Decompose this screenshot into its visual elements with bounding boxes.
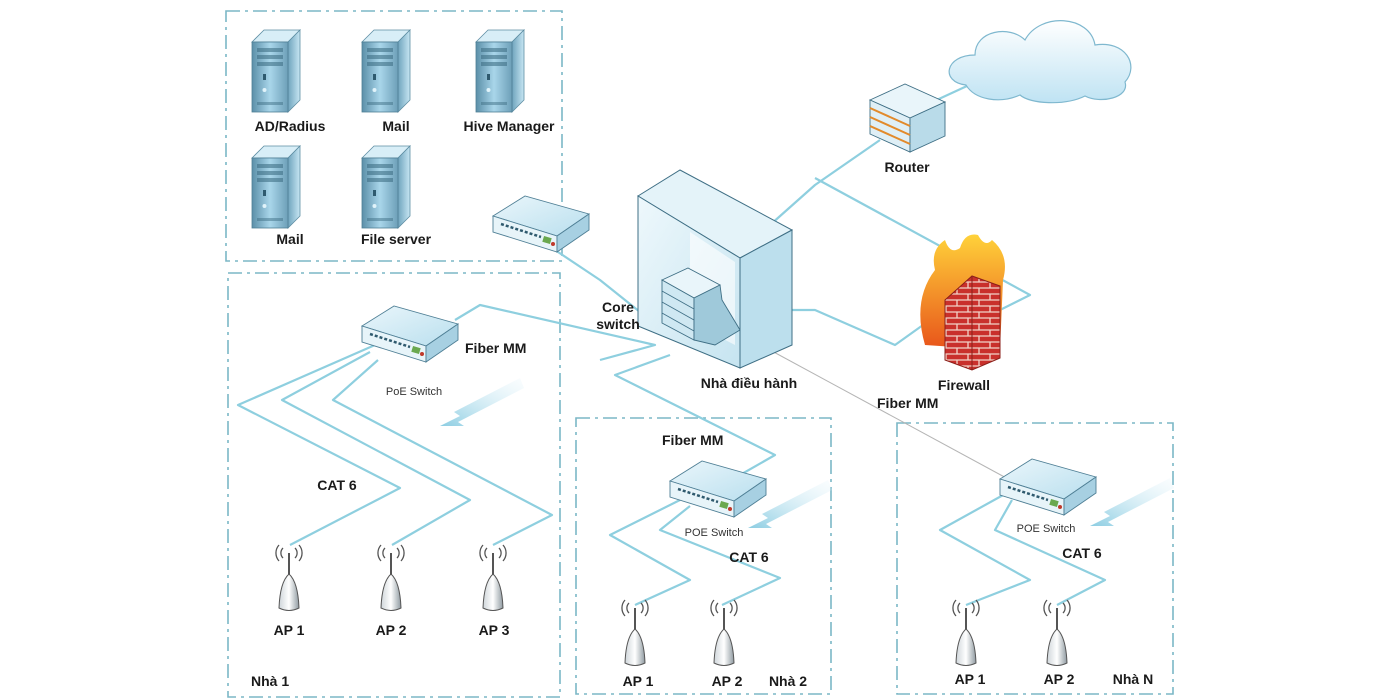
server-ad-radius: [251, 29, 301, 113]
link-nhan-ap1: [938, 493, 1032, 607]
label-nha1-ap2: AP 2: [376, 622, 407, 638]
nha2-ap1: [620, 599, 650, 667]
label-fiber-mm-3: Fiber MM: [877, 395, 938, 411]
label-nha1-switch: PoE Switch: [386, 386, 442, 398]
label-mail-1: Mail: [382, 118, 409, 134]
core-switch-stack: [661, 267, 741, 346]
nha1-ap2: [376, 544, 406, 612]
nha2-ap2: [709, 599, 739, 667]
server-switch: [491, 194, 591, 254]
router: [868, 83, 947, 153]
label-nhan-switch: POE Switch: [1017, 523, 1076, 535]
label-nhan-ap1: AP 1: [955, 671, 986, 687]
link-core-nha2: [613, 353, 777, 476]
nha1-arrow: [440, 378, 524, 426]
label-mail-2: Mail: [276, 231, 303, 247]
zone-nha-1: [227, 272, 561, 698]
links-group: [236, 79, 1107, 607]
label-nha-2: Nhà 2: [769, 673, 807, 689]
label-ad-radius: AD/Radius: [255, 118, 326, 134]
nha1-ap1: [274, 544, 304, 612]
label-core: Core: [602, 299, 634, 315]
label-core-building: Nhà điều hành: [701, 375, 797, 391]
link-nha2-ap2: [658, 505, 782, 606]
label-cat6-3: CAT 6: [1062, 545, 1102, 561]
label-nhan-ap2: AP 2: [1044, 671, 1075, 687]
link-nha1-ap2: [280, 351, 472, 546]
zone-nha-2: [575, 417, 832, 695]
link-core-router: [769, 139, 881, 226]
label-nha-1: Nhà 1: [251, 673, 289, 689]
label-cat6-1: CAT 6: [317, 477, 357, 493]
label-core-switch: switch: [596, 316, 640, 332]
label-hive-manager: Hive Manager: [463, 118, 555, 134]
link-firewall-router: [814, 177, 1032, 311]
link-core-nha1: [454, 303, 657, 362]
label-nha2-ap1: AP 1: [623, 673, 654, 689]
label-fiber-mm-1: Fiber MM: [465, 340, 526, 356]
link-core-firewall: [790, 308, 931, 347]
firewall: [920, 234, 1005, 371]
nha1-poe-switch: [360, 304, 460, 364]
server-hive-manager: [475, 29, 525, 113]
label-file-server: File server: [361, 231, 432, 247]
server-mail-1: [361, 29, 411, 113]
label-fiber-mm-2: Fiber MM: [662, 432, 723, 448]
nha1-ap3: [478, 544, 508, 612]
nhan-poe-switch: [998, 457, 1098, 517]
nhan-arrow: [1090, 478, 1174, 526]
link-nha1-ap3: [331, 359, 554, 546]
link-server-switch-core: [539, 239, 641, 313]
label-nha2-ap2: AP 2: [712, 673, 743, 689]
label-nha1-ap3: AP 3: [479, 622, 510, 638]
server-mail-2: [251, 145, 301, 229]
server-file-server: [361, 145, 411, 229]
link-nha2-ap1: [608, 499, 692, 607]
label-firewall: Firewall: [938, 377, 990, 393]
link-nhan-ap2: [993, 499, 1107, 606]
link-core-nhan: [769, 349, 1011, 481]
label-nha2-switch: POE Switch: [685, 527, 744, 539]
nhan-ap1: [951, 599, 981, 667]
label-nha1-ap1: AP 1: [274, 622, 305, 638]
server-zone: [225, 10, 563, 262]
nhan-ap2: [1042, 599, 1072, 667]
label-nha-n: Nhà N: [1113, 671, 1153, 687]
label-router: Router: [884, 159, 930, 175]
label-cat6-2: CAT 6: [729, 549, 769, 565]
internet-cloud: [948, 20, 1132, 104]
zone-nha-n: [896, 422, 1174, 695]
link-nha1-ap1: [236, 343, 402, 546]
